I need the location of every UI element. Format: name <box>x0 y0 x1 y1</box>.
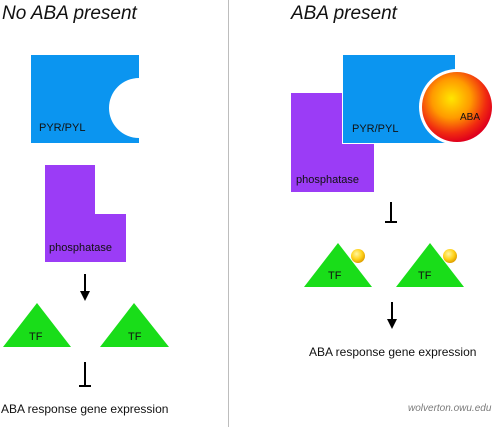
right-output-label: ABA response gene expression <box>309 345 477 359</box>
right-phosphatase-group: phosphatase <box>291 93 374 192</box>
left-tf-1: TF <box>3 303 71 347</box>
right-tf-1: TF <box>304 243 372 287</box>
right-tf-2: TF <box>396 243 464 287</box>
right-tf-1-label: TF <box>328 270 342 282</box>
right-receptor-label: PYR/PYL <box>352 123 398 135</box>
aba-label: ABA <box>460 112 480 123</box>
left-output-label: ABA response gene expression <box>1 402 169 416</box>
left-phosphatase-label: phosphatase <box>49 242 112 254</box>
panel-divider <box>228 0 229 427</box>
left-receptor-group: PYR/PYL <box>31 55 139 143</box>
right-panel-title: ABA present <box>291 3 397 24</box>
left-activation-arrow <box>80 274 90 301</box>
right-tf-2-phosphate <box>443 249 457 263</box>
left-phosphatase-shape <box>45 165 126 262</box>
left-receptor-label: PYR/PYL <box>39 122 85 134</box>
left-tf-1-label: TF <box>29 331 43 343</box>
right-activation-arrow <box>387 302 397 329</box>
right-inhibition-symbol <box>385 202 397 223</box>
aba-molecule: ABA <box>419 69 495 145</box>
left-inhibition-symbol <box>79 362 91 387</box>
left-tf-2-label: TF <box>128 331 142 343</box>
left-phosphatase-group: phosphatase <box>45 165 126 262</box>
credit-text: wolverton.owu.edu <box>408 403 492 414</box>
left-panel-title: No ABA present <box>2 3 137 24</box>
right-phosphatase-label: phosphatase <box>296 174 359 186</box>
left-pyr-pyl-receptor <box>31 55 139 143</box>
right-tf-1-phosphate <box>351 249 365 263</box>
right-phosphatase-shape <box>291 93 374 192</box>
left-tf-2: TF <box>100 303 169 347</box>
right-tf-2-label: TF <box>418 270 432 282</box>
